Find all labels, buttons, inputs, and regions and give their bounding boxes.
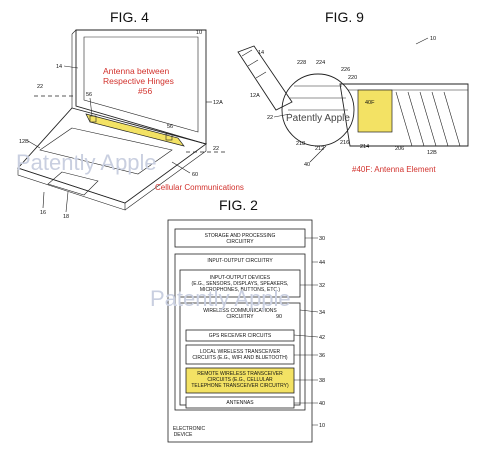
remote-label-3: TELEPHONE TRANSCEIVER CIRCUITRY): [191, 383, 289, 389]
ref-30: 30: [319, 236, 325, 242]
fig2-block-diagram: FIG. 2 STORAGE AND PROCESSING CIRCUITRY …: [167, 197, 325, 443]
storage-label-2: CIRCUITRY: [226, 239, 254, 245]
antenna-element-40f: [357, 89, 393, 133]
ref-220: 220: [348, 75, 357, 81]
ref-14: 14: [258, 50, 264, 56]
ref-226: 226: [341, 67, 350, 73]
ref-216: 216: [340, 140, 349, 146]
base-section: [339, 83, 469, 147]
watermark-fig4: Patently Apple: [16, 150, 157, 175]
ref-38: 38: [319, 378, 325, 384]
io-devices-block: [179, 269, 301, 298]
ref-12b: 12B: [19, 139, 29, 145]
antennas-label: ANTENNAS: [226, 400, 254, 406]
ref-56-left: 56: [86, 92, 92, 98]
fig4-title: FIG. 4: [110, 9, 149, 25]
fig2-title: FIG. 2: [219, 197, 258, 213]
ref-10: 10: [430, 36, 436, 42]
gps-label: GPS RECEIVER CIRCUITS: [209, 333, 272, 339]
trackpad: [47, 171, 99, 196]
fig4-annotation-line-1: Antenna between: [103, 66, 169, 76]
wireless-label-1: WIRELESS COMMUNICATIONS: [203, 308, 277, 314]
ref-224: 224: [316, 60, 325, 66]
ref-56-right: 56: [167, 124, 173, 130]
ref-22-right: 22: [213, 146, 219, 152]
ref-10: 10: [196, 30, 202, 36]
ref-212: 212: [315, 146, 324, 152]
ref-16: 16: [40, 210, 46, 216]
devices-label-2: (E.G., SENSORS, DISPLAYS, SPEAKERS,: [192, 281, 289, 287]
local-label-1: LOCAL WIRELESS TRANSCEIVER: [200, 349, 281, 355]
ref-206: 206: [395, 146, 404, 152]
devices-label-1: INPUT-OUTPUT DEVICES: [210, 275, 271, 281]
ref-214: 214: [360, 144, 369, 150]
fig9-title: FIG. 9: [325, 9, 364, 25]
local-transceiver-block: [185, 344, 295, 365]
ref-228: 228: [297, 60, 306, 66]
hinge-left: [89, 115, 97, 123]
fig4-annotation-line-2: Respective Hinges: [103, 76, 174, 86]
remote-label-2: CIRCUITS (E.G., CELLULAR: [207, 377, 273, 383]
fig9-hinge-drawing: FIG. 9 14 10 228 224 226 220 12A 22 40F …: [237, 9, 469, 174]
ref-22: 22: [267, 115, 273, 121]
fig4-caption: Cellular Communications: [155, 183, 244, 192]
ref-90: 90: [276, 314, 282, 320]
ref-10: 10: [319, 423, 325, 429]
device-label-2: DEVICE: [174, 432, 193, 438]
ref-218: 218: [296, 141, 305, 147]
devices-label-3: MICROPHONES, BUTTONS, ETC.): [200, 287, 281, 293]
storage-label-1: STORAGE AND PROCESSING: [205, 233, 276, 239]
ref-12a: 12A: [213, 100, 223, 106]
ref-12b: 12B: [427, 150, 437, 156]
ref-18: 18: [63, 214, 69, 220]
ref-36: 36: [319, 353, 325, 359]
antennas-block: [185, 396, 295, 409]
antenna-hinge-highlight: [85, 113, 185, 147]
remote-transceiver-block: [185, 367, 295, 394]
fig4-annotation-line-3: #56: [138, 86, 152, 96]
hinge-right: [165, 133, 173, 141]
io-label: INPUT-OUTPUT CIRCUITRY: [207, 258, 273, 264]
ref-40: 40: [304, 162, 310, 168]
wireless-label-2: CIRCUITRY: [226, 314, 254, 320]
ref-60: 60: [192, 172, 198, 178]
ref-32: 32: [319, 283, 325, 289]
ref-14: 14: [56, 64, 62, 70]
fig9-caption: #40F: Antenna Element: [352, 165, 436, 174]
device-label-1: ELECTRONIC: [173, 426, 206, 432]
local-label-2: CIRCUITS (E.G., WIFI AND BLUETOOTH): [192, 355, 288, 361]
ref-42: 42: [319, 335, 325, 341]
watermark-fig2: Patently Apple: [150, 286, 291, 311]
ref-44: 44: [319, 260, 325, 266]
display-screen: [83, 36, 199, 133]
hinge-cylinder: [281, 73, 355, 147]
ref-22-left: 22: [37, 84, 43, 90]
ref-40: 40: [319, 401, 325, 407]
lid-section: [237, 45, 293, 111]
gps-receiver-block: [185, 329, 295, 342]
remote-label-1: REMOTE WIRELESS TRANSCEIVER: [197, 371, 283, 377]
fig4-laptop-drawing: FIG. 4 10 14 12A 22 22 56 56 12B 16: [17, 9, 244, 220]
ref-12a: 12A: [250, 93, 260, 99]
ref-40f: 40F: [365, 100, 375, 106]
watermark-fig9: Patently Apple: [286, 113, 350, 124]
keyboard-area: [39, 127, 173, 175]
ref-34: 34: [319, 310, 325, 316]
